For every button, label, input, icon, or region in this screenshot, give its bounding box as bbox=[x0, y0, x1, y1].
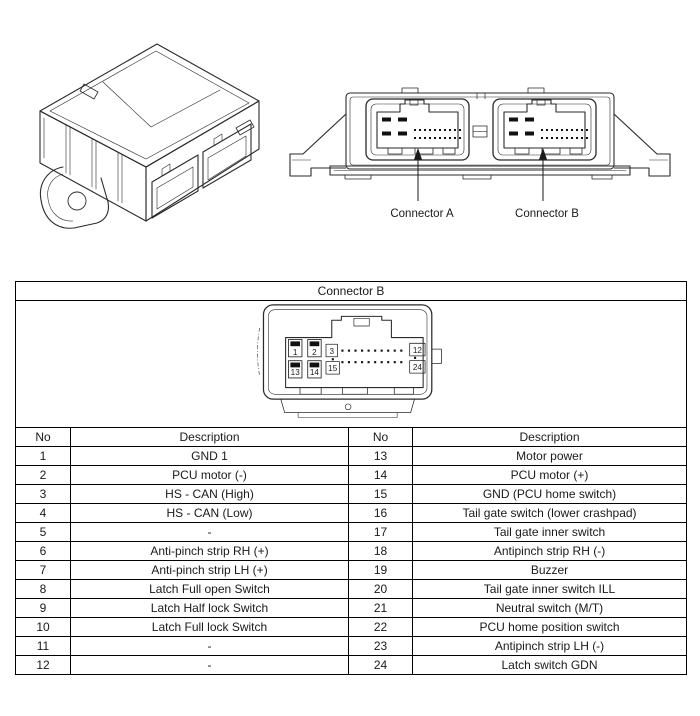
pin-desc-cell: Antipinch strip LH (-) bbox=[411, 636, 688, 656]
mounting-hole bbox=[67, 191, 87, 211]
connector-b-arrow bbox=[539, 148, 547, 201]
pin-no-cell: 4 bbox=[15, 503, 71, 523]
pin-no-cell: 12 bbox=[15, 655, 71, 675]
pin-no-cell: 7 bbox=[15, 560, 71, 580]
connector-b-pinout-section: Connector B bbox=[14, 281, 688, 675]
pin-desc-cell: PCU motor (-) bbox=[70, 465, 349, 485]
connector-a-pins bbox=[382, 117, 461, 139]
pin-row: 7 Anti-pinch strip LH (+) 19 Buzzer bbox=[15, 560, 688, 580]
pin-desc-cell: HS - CAN (Low) bbox=[70, 503, 349, 523]
pin-desc-cell: Buzzer bbox=[411, 560, 688, 580]
pin-desc-cell: Tail gate inner switch ILL bbox=[411, 579, 688, 599]
pin-desc-cell: Anti-pinch strip LH (+) bbox=[70, 560, 349, 580]
connector-a-arrow bbox=[414, 148, 422, 201]
pin-desc-cell: Tail gate inner switch bbox=[411, 522, 688, 542]
numbered-pin-boxes bbox=[288, 339, 426, 379]
pin-desc-cell: HS - CAN (High) bbox=[70, 484, 349, 504]
col-header-desc-right: Description bbox=[411, 427, 688, 447]
pin-no-cell: 15 bbox=[348, 484, 413, 504]
pin-row: 8 Latch Full open Switch 20 Tail gate in… bbox=[15, 579, 688, 599]
connector-b-pins bbox=[509, 117, 588, 139]
pin-no-cell: 6 bbox=[15, 541, 71, 561]
pin-desc-cell: Latch switch GDN bbox=[411, 655, 688, 675]
pin-desc-cell: Latch Half lock Switch bbox=[70, 598, 349, 618]
pin-desc-cell: Motor power bbox=[411, 446, 688, 466]
small-pin-dots bbox=[331, 349, 417, 364]
pin-no-cell: 9 bbox=[15, 598, 71, 618]
pin-no-cell: 20 bbox=[348, 579, 413, 599]
pin-row: 5 - 17 Tail gate inner switch bbox=[15, 522, 688, 542]
pin-desc-cell: - bbox=[70, 522, 349, 542]
svg-text:14: 14 bbox=[310, 368, 320, 377]
svg-text:12: 12 bbox=[413, 346, 423, 355]
pin-desc-cell: Tail gate switch (lower crashpad) bbox=[411, 503, 688, 523]
pin-desc-cell: Latch Full lock Switch bbox=[70, 617, 349, 637]
module-isometric-drawing bbox=[39, 43, 260, 229]
connector-b-pinout-table: Connector B bbox=[14, 281, 688, 675]
svg-text:24: 24 bbox=[413, 363, 423, 372]
pin-row: 6 Anti-pinch strip RH (+) 18 Antipinch s… bbox=[15, 541, 688, 561]
col-header-no-right: No bbox=[348, 427, 413, 447]
pin-row: 4 HS - CAN (Low) 16 Tail gate switch (lo… bbox=[15, 503, 688, 523]
connector-b-pin-diagram: 1 2 3 12 13 14 15 24 bbox=[257, 304, 442, 418]
pin-no-cell: 16 bbox=[348, 503, 413, 523]
svg-text:15: 15 bbox=[328, 364, 338, 373]
table-title-row: Connector B bbox=[14, 281, 688, 301]
pin-no-cell: 18 bbox=[348, 541, 413, 561]
pin-no-cell: 10 bbox=[15, 617, 71, 637]
pin-desc-cell: GND 1 bbox=[70, 446, 349, 466]
module-figures: Connector A Connector B bbox=[39, 43, 671, 229]
column-header-row: No Description No Description bbox=[15, 427, 688, 447]
pin-no-cell: 17 bbox=[348, 522, 413, 542]
pin-no-cell: 23 bbox=[348, 636, 413, 656]
pin-row: 10 Latch Full lock Switch 22 PCU home po… bbox=[15, 617, 688, 637]
pin-no-cell: 14 bbox=[348, 465, 413, 485]
svg-text:2: 2 bbox=[312, 348, 317, 357]
pin-row: 11 - 23 Antipinch strip LH (-) bbox=[15, 636, 688, 656]
pin-desc-cell: Anti-pinch strip RH (+) bbox=[70, 541, 349, 561]
pin-no-cell: 1 bbox=[15, 446, 71, 466]
pin-no-cell: 13 bbox=[348, 446, 413, 466]
pin-no-cell: 8 bbox=[15, 579, 71, 599]
svg-text:1: 1 bbox=[293, 348, 298, 357]
pin-no-cell: 3 bbox=[15, 484, 71, 504]
pin-no-cell: 2 bbox=[15, 465, 71, 485]
pin-row: 1 GND 1 13 Motor power bbox=[15, 446, 688, 466]
pin-row: 2 PCU motor (-) 14 PCU motor (+) bbox=[15, 465, 688, 485]
col-header-no-left: No bbox=[15, 427, 71, 447]
pin-slot-marks bbox=[290, 341, 320, 368]
pin-row: 9 Latch Half lock Switch 21 Neutral swit… bbox=[15, 598, 688, 618]
pin-desc-cell: PCU home position switch bbox=[411, 617, 688, 637]
pin-no-cell: 21 bbox=[348, 598, 413, 618]
pin-no-cell: 11 bbox=[15, 636, 71, 656]
connector-b-pin-diagram-cell: 1 2 3 12 13 14 15 24 bbox=[14, 300, 688, 428]
connector-index-mark bbox=[344, 403, 352, 411]
pin-desc-cell: - bbox=[70, 636, 349, 656]
col-header-desc-left: Description bbox=[70, 427, 349, 447]
pin-row: 3 HS - CAN (High) 15 GND (PCU home switc… bbox=[15, 484, 688, 504]
pin-desc-cell: GND (PCU home switch) bbox=[411, 484, 688, 504]
connector-b-callout-label: Connector B bbox=[515, 208, 579, 220]
pin-no-cell: 19 bbox=[348, 560, 413, 580]
pin-no-cell: 24 bbox=[348, 655, 413, 675]
svg-text:3: 3 bbox=[329, 347, 334, 356]
connector-b-drawing bbox=[492, 98, 597, 161]
diagram-row: 1 2 3 12 13 14 15 24 bbox=[14, 300, 688, 428]
pin-desc-cell: Latch Full open Switch bbox=[70, 579, 349, 599]
pin-no-cell: 22 bbox=[348, 617, 413, 637]
table-title: Connector B bbox=[14, 281, 688, 301]
pin-desc-cell: Neutral switch (M/T) bbox=[411, 598, 688, 618]
module-front-view-drawing bbox=[289, 87, 671, 180]
pin-desc-cell: Antipinch strip RH (-) bbox=[411, 541, 688, 561]
connector-a-callout-label: Connector A bbox=[390, 208, 454, 220]
pin-number-labels: 1 2 3 12 13 14 15 24 bbox=[291, 346, 423, 377]
pin-no-cell: 5 bbox=[15, 522, 71, 542]
pin-row: 12 - 24 Latch switch GDN bbox=[15, 655, 688, 675]
pin-desc-cell: PCU motor (+) bbox=[411, 465, 688, 485]
svg-text:13: 13 bbox=[291, 368, 301, 377]
pin-desc-cell: - bbox=[70, 655, 349, 675]
